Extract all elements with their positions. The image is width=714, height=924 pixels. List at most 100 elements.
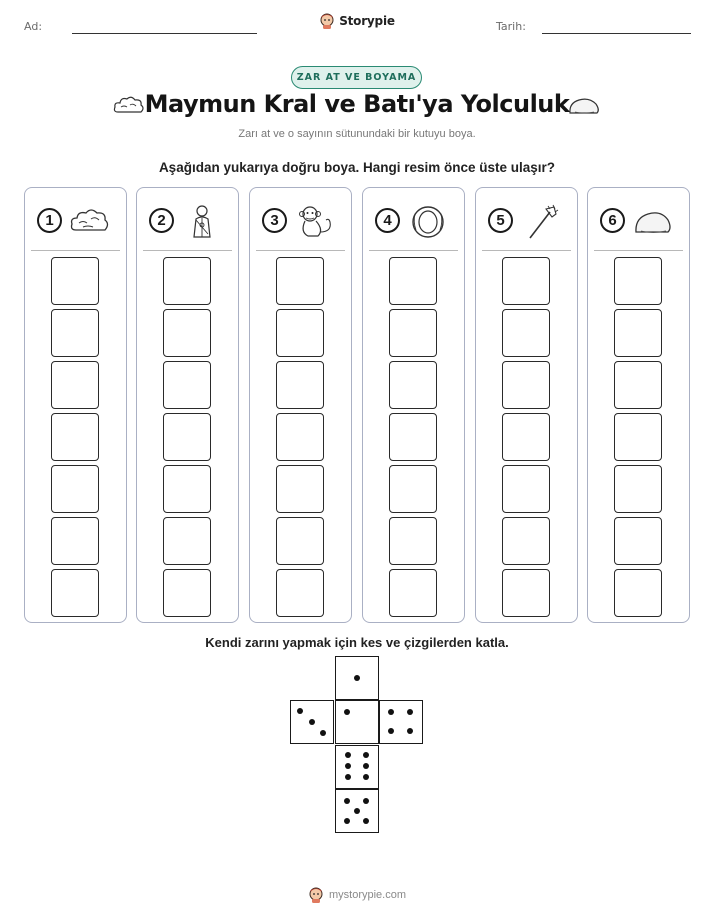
dice-face-center	[335, 700, 379, 744]
color-box[interactable]	[51, 517, 99, 565]
column-header: 5	[486, 204, 571, 244]
dice-pip	[344, 818, 350, 824]
divider	[31, 250, 120, 251]
color-box[interactable]	[163, 361, 211, 409]
footer-url[interactable]: mystorypie.com	[328, 889, 407, 901]
color-box[interactable]	[614, 309, 662, 357]
race-columns: 1 2	[24, 187, 690, 623]
divider	[369, 250, 458, 251]
page-title: Maymun Kral ve Batı'ya Yolculuk	[144, 90, 570, 118]
dice-pip	[354, 675, 360, 681]
divider	[143, 250, 232, 251]
column-header: 6	[598, 204, 683, 244]
divider	[482, 250, 571, 251]
dice-pip	[354, 808, 360, 814]
color-box[interactable]	[51, 361, 99, 409]
color-box[interactable]	[51, 309, 99, 357]
color-box[interactable]	[614, 517, 662, 565]
color-box[interactable]	[502, 517, 550, 565]
color-box[interactable]	[389, 465, 437, 513]
name-line[interactable]	[72, 33, 257, 34]
color-box[interactable]	[502, 413, 550, 461]
storypie-mascot-icon	[309, 887, 323, 903]
color-box[interactable]	[502, 465, 550, 513]
color-box[interactable]	[502, 569, 550, 617]
storypie-mascot-icon	[320, 13, 334, 29]
color-box[interactable]	[276, 257, 324, 305]
column-number: 5	[488, 208, 513, 233]
column-6: 6	[587, 187, 690, 623]
color-box[interactable]	[389, 361, 437, 409]
color-box[interactable]	[163, 257, 211, 305]
color-box[interactable]	[163, 309, 211, 357]
dice-pip	[363, 818, 369, 824]
column-header: 3	[260, 204, 345, 244]
color-box[interactable]	[51, 569, 99, 617]
dice-face-right	[379, 700, 423, 744]
dice-pip	[407, 709, 413, 715]
dice-pip	[388, 728, 394, 734]
date-label: Tarih:	[496, 20, 526, 33]
column-1: 1	[24, 187, 127, 623]
color-box[interactable]	[502, 361, 550, 409]
dice-face-left	[290, 700, 334, 744]
color-box[interactable]	[614, 257, 662, 305]
dice-pip	[344, 798, 350, 804]
cloud-icon	[113, 96, 144, 113]
column-number: 1	[37, 208, 62, 233]
color-box[interactable]	[389, 569, 437, 617]
color-box[interactable]	[276, 465, 324, 513]
color-box[interactable]	[163, 465, 211, 513]
column-number: 6	[600, 208, 625, 233]
dice-face-top	[335, 656, 379, 700]
dice-pip	[363, 752, 369, 758]
color-box[interactable]	[389, 309, 437, 357]
color-box[interactable]	[614, 465, 662, 513]
column-4: 4	[362, 187, 465, 623]
color-box[interactable]	[51, 257, 99, 305]
color-box[interactable]	[276, 517, 324, 565]
dice-pip	[297, 708, 303, 714]
color-box[interactable]	[276, 569, 324, 617]
dice-pip	[345, 774, 351, 780]
dice-pip	[320, 730, 326, 736]
column-number: 3	[262, 208, 287, 233]
brand-logo: Storypie	[0, 12, 714, 30]
column-5: 5	[475, 187, 578, 623]
name-label: Ad:	[24, 20, 43, 33]
color-box[interactable]	[163, 413, 211, 461]
color-box[interactable]	[502, 257, 550, 305]
color-box[interactable]	[51, 413, 99, 461]
footer: mystorypie.com	[0, 886, 714, 904]
dice-pip	[388, 709, 394, 715]
color-box[interactable]	[614, 413, 662, 461]
dice-face-bottom	[335, 745, 379, 789]
column-number: 2	[149, 208, 174, 233]
stone-icon	[635, 212, 671, 233]
color-box[interactable]	[276, 361, 324, 409]
column-header: 1	[35, 204, 120, 244]
color-box[interactable]	[389, 413, 437, 461]
dice-pip	[363, 774, 369, 780]
color-box[interactable]	[163, 517, 211, 565]
color-box[interactable]	[614, 361, 662, 409]
brand-name: Storypie	[339, 14, 395, 28]
column-header: 2	[147, 204, 232, 244]
color-box[interactable]	[276, 413, 324, 461]
cut-instruction: Kendi zarını yapmak için kes ve çizgiler…	[205, 635, 509, 650]
subtitle: Zarı at ve o sayının sütunundaki bir kut…	[238, 128, 476, 140]
column-number: 4	[375, 208, 400, 233]
dice-face-back	[335, 789, 379, 833]
color-box[interactable]	[163, 569, 211, 617]
color-box[interactable]	[389, 517, 437, 565]
monkey-icon	[299, 206, 331, 237]
color-box[interactable]	[614, 569, 662, 617]
color-box[interactable]	[276, 309, 324, 357]
color-box[interactable]	[51, 465, 99, 513]
dice-pip	[309, 719, 315, 725]
date-line[interactable]	[542, 33, 691, 34]
color-box[interactable]	[389, 257, 437, 305]
dice-pip	[345, 763, 351, 769]
staff-icon	[529, 204, 559, 239]
color-box[interactable]	[502, 309, 550, 357]
